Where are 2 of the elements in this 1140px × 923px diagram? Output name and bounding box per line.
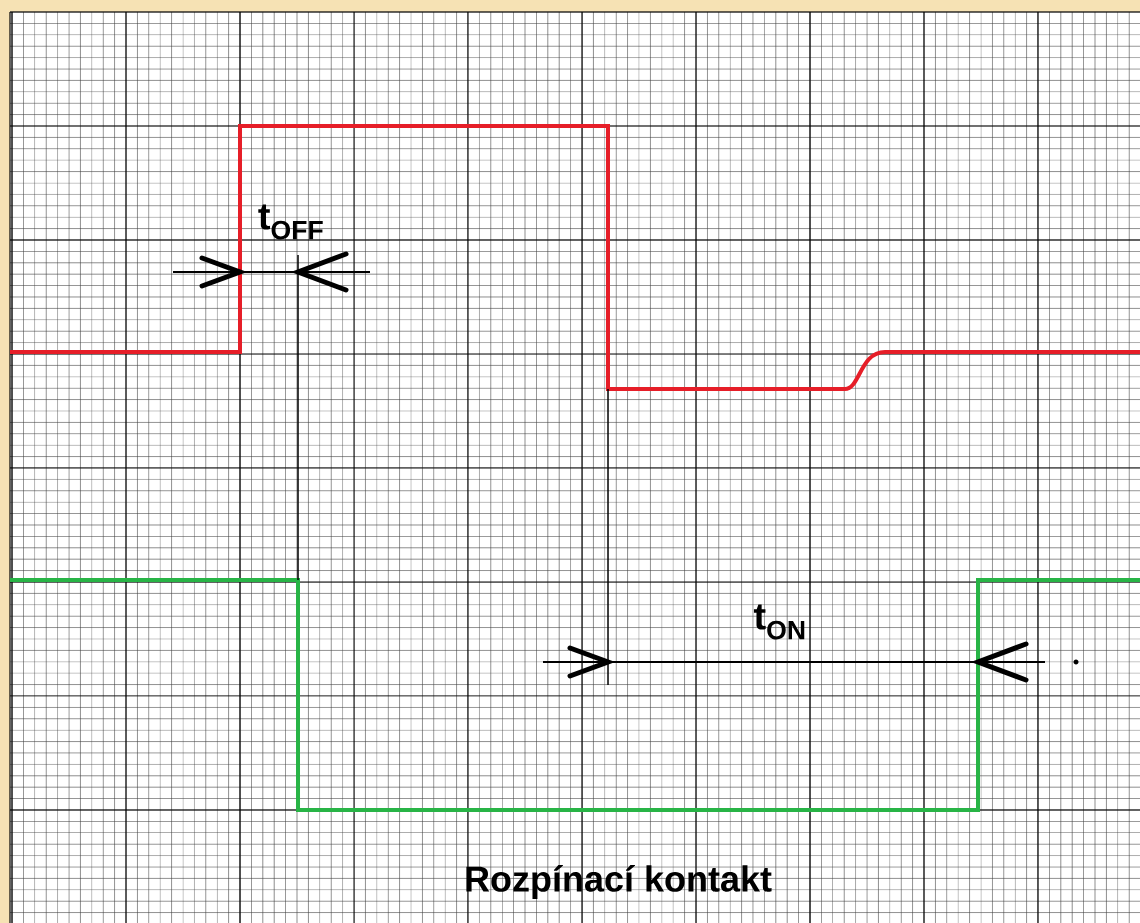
time-label: t$_{OFF}$ [258, 204, 323, 240]
time-label: t$_{ON}$ [753, 604, 805, 640]
